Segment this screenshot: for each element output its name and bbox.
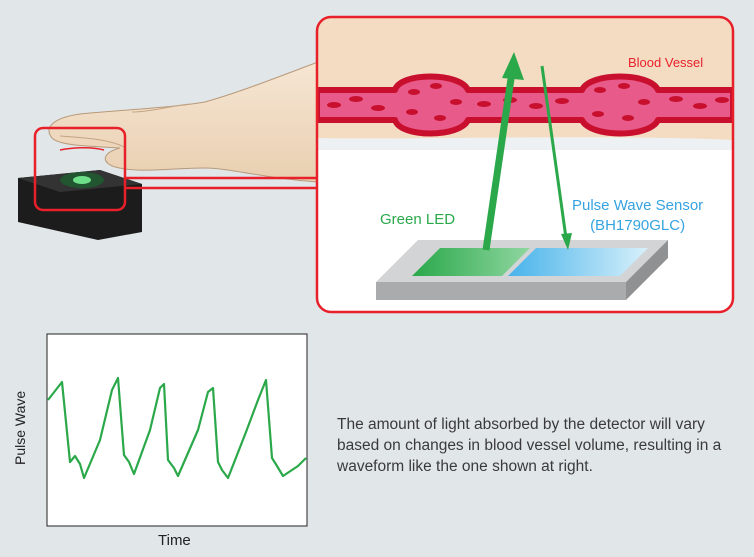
sensor-chip [376,240,668,300]
caption-text: The amount of light absorbed by the dete… [337,416,722,475]
green-light-arrow-up [482,52,524,251]
sensor-device [18,170,142,240]
y-axis-label: Pulse Wave [12,390,28,465]
sensor-part-number: (BH1790GLC) [590,217,686,234]
zoom-indicator [33,126,317,212]
pulse-waveform-line [47,376,307,480]
x-axis-label: Time [158,532,191,549]
reflected-light-arrow-down [540,65,572,250]
hand-illustration [48,61,319,183]
waveform-chart [46,333,308,527]
green-led-label: Green LED [380,211,456,228]
blood-vessel [317,73,733,137]
zoom-panel-border [315,15,735,314]
blood-vessel-label: Blood Vessel [628,55,704,70]
pulse-wave-sensor-label: Pulse Wave Sensor (BH1790GLC) [572,196,703,236]
chart-frame [46,333,308,527]
zoom-panel [317,17,733,312]
sensor-name: Pulse Wave Sensor [572,197,704,214]
